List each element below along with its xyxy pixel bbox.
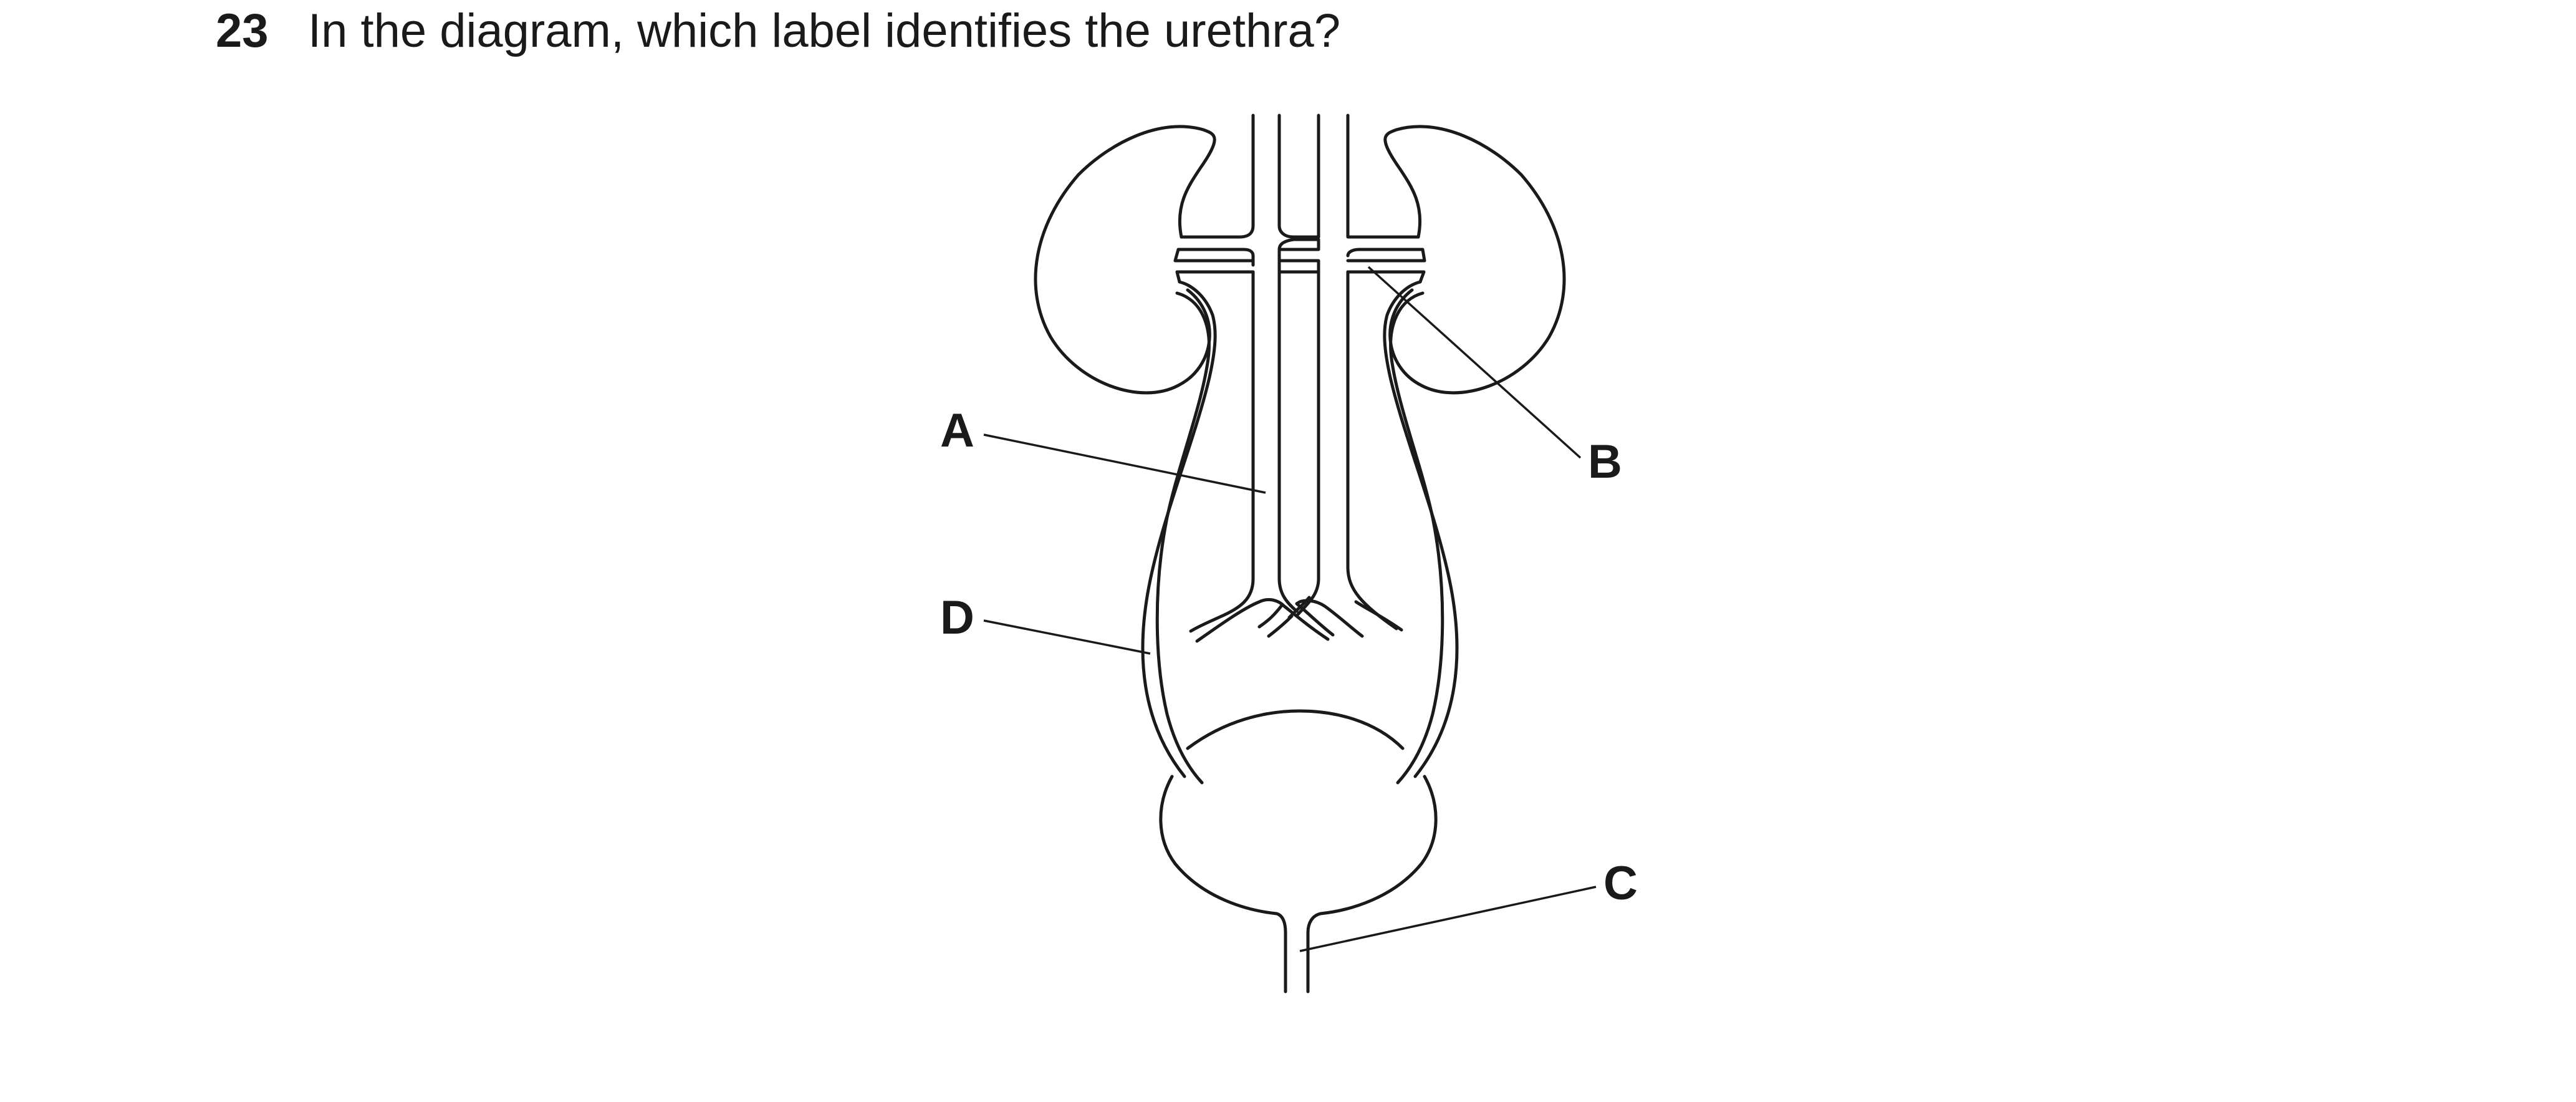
right-renal-vessels xyxy=(1346,114,1426,284)
question-number: 23 xyxy=(216,4,269,57)
label-b-leader xyxy=(1367,266,1582,459)
label-d-leader xyxy=(983,619,1151,655)
aorta-connector xyxy=(1277,238,1320,274)
label-b: B xyxy=(1588,435,1622,488)
left-renal-vessels xyxy=(1173,114,1255,284)
left-kidney xyxy=(1034,125,1216,395)
question-stem: 23 In the diagram, which label identifies… xyxy=(216,2,1340,60)
label-d: D xyxy=(940,591,974,644)
label-c: C xyxy=(1603,857,1638,910)
left-ureter-outer xyxy=(1141,280,1217,778)
question-text: In the diagram, which label identifies t… xyxy=(308,4,1341,57)
right-kidney xyxy=(1383,125,1566,395)
right-ureter-outer xyxy=(1383,280,1459,778)
label-a: A xyxy=(940,404,974,457)
right-ureter-inner xyxy=(1389,291,1444,785)
aorta-inner xyxy=(1277,114,1320,613)
bladder xyxy=(1159,709,1438,993)
label-c-leader xyxy=(1299,886,1597,952)
left-ureter-inner xyxy=(1155,291,1211,785)
aorta xyxy=(1189,270,1255,633)
iliac-branches xyxy=(1195,596,1403,643)
label-a-leader xyxy=(983,433,1266,494)
